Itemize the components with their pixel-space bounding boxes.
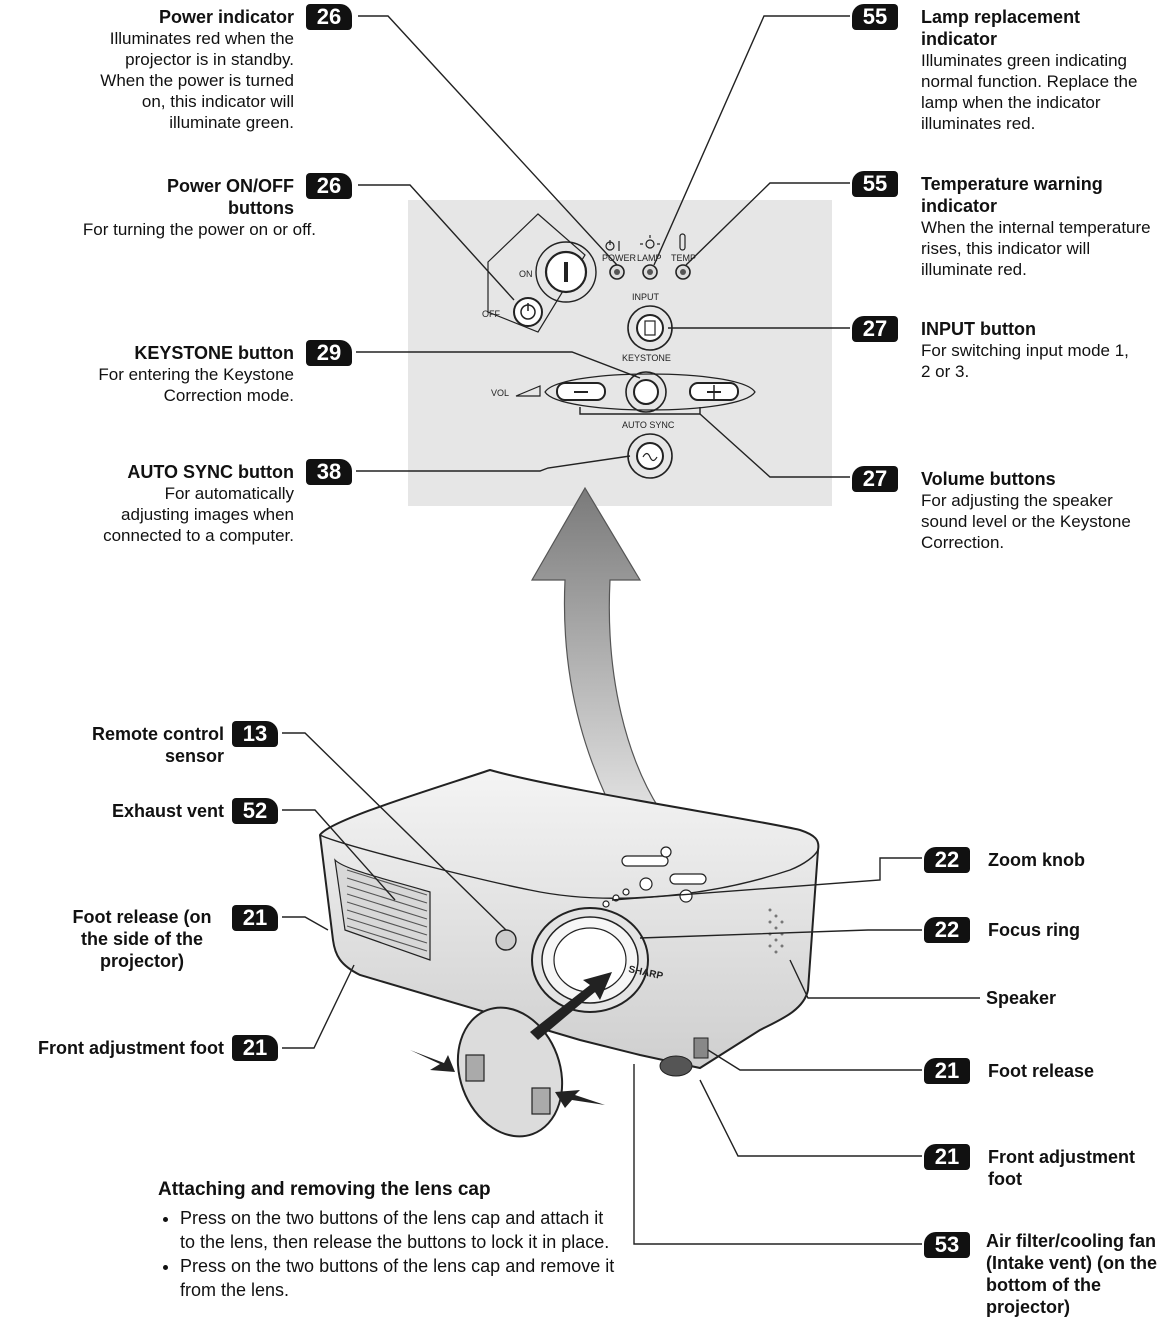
page-badge: 53 <box>924 1232 970 1258</box>
page-badge: 21 <box>232 1035 278 1061</box>
callout-title: Foot release <box>988 1061 1095 1081</box>
leader-lines <box>282 15 980 1245</box>
page-badge: 52 <box>232 798 278 824</box>
page-badge: 55 <box>852 4 898 30</box>
page-badge: 29 <box>306 340 352 366</box>
panel-label-temp: TEMP <box>671 253 696 263</box>
zoom-arrow <box>530 486 661 836</box>
callout-title: Foot release (on the side of the project… <box>72 907 212 971</box>
top-control-cluster <box>602 846 707 908</box>
callout-title: Temperature warning indicator <box>921 174 1103 216</box>
callout-volume: Volume buttons For adjusting the speaker… <box>921 468 1161 553</box>
callout-title: Power ON/OFF buttons <box>166 176 294 218</box>
callout-temp: Temperature warning indicator When the i… <box>921 173 1165 280</box>
page-badge: 27 <box>852 316 898 342</box>
callout-lamp: Lamp replacement indicator Illuminates g… <box>921 6 1165 134</box>
callout-front-foot-right: Front adjustment foot <box>988 1146 1164 1190</box>
lens-cap-instructions: Attaching and removing the lens cap Pres… <box>158 1178 618 1302</box>
page-badge: 55 <box>852 171 898 197</box>
callout-keystone: KEYSTONE button For entering the Keyston… <box>34 342 294 406</box>
page-badge: 13 <box>232 721 278 747</box>
callout-title: Front adjustment foot <box>988 1147 1135 1189</box>
callout-desc: For turning the power on or off. <box>82 220 316 239</box>
callout-desc: When the internal temperature rises, thi… <box>921 218 1151 279</box>
callout-desc: Illuminates green indicating normal func… <box>921 51 1138 133</box>
page-badge: 38 <box>306 459 352 485</box>
callout-title: Volume buttons <box>921 469 1056 489</box>
panel-label-vol: VOL <box>491 388 509 398</box>
callout-title: INPUT button <box>921 319 1036 339</box>
page-badge: 22 <box>924 847 970 873</box>
callout-focus: Focus ring <box>988 919 1158 941</box>
foot-release-button <box>693 1037 709 1059</box>
lens-assembly <box>531 907 649 1013</box>
callout-air-filter: Air filter/cooling fan (Intake vent) (on… <box>986 1230 1162 1318</box>
callout-desc: Illuminates red when the projector is in… <box>100 29 294 132</box>
page-badge: 21 <box>232 905 278 931</box>
callout-title: Speaker <box>986 988 1057 1008</box>
callout-title: Lamp replacement indicator <box>921 7 1081 49</box>
callout-power-indicator: Power indicator Illuminates red when the… <box>0 6 294 133</box>
control-panel-labels: POWER LAMP TEMP ON OFF INPUT KEYSTONE VO… <box>482 253 696 430</box>
temp-icon <box>679 233 686 251</box>
panel-label-power: POWER <box>602 253 637 263</box>
callout-desc: For switching input mode 1, 2 or 3. <box>921 341 1129 381</box>
page-badge: 26 <box>306 173 352 199</box>
callout-desc: For adjusting the speaker sound level or… <box>921 491 1131 552</box>
page-badge: 21 <box>924 1058 970 1084</box>
panel-label-keystone: KEYSTONE <box>622 353 671 363</box>
callout-speaker: Speaker <box>986 987 1126 1009</box>
callout-title: Air filter/cooling fan (Intake vent) (on… <box>986 1231 1158 1317</box>
callout-title: AUTO SYNC button <box>127 462 294 482</box>
control-panel-panel <box>408 200 832 506</box>
panel-label-lamp: LAMP <box>637 253 662 263</box>
lamp-icon <box>640 235 660 249</box>
callout-title: KEYSTONE button <box>134 343 294 363</box>
callout-foot-release-side: Foot release (on the side of the project… <box>60 906 224 972</box>
callout-input: INPUT button For switching input mode 1,… <box>921 318 1161 382</box>
callout-desc: For automatically adjusting images when … <box>103 484 294 545</box>
callout-title: Front adjustment foot <box>38 1038 224 1058</box>
callout-title: Focus ring <box>988 920 1081 940</box>
exhaust-vent-grille <box>346 869 428 952</box>
callout-desc: For entering the Keystone Correction mod… <box>98 365 294 405</box>
speaker-grille <box>768 908 784 954</box>
front-foot <box>659 1055 693 1077</box>
lens-cap-steps: Press on the two buttons of the lens cap… <box>158 1206 618 1302</box>
callout-foot-release: Foot release <box>988 1060 1158 1082</box>
callout-title: Exhaust vent <box>111 801 224 821</box>
lens-cap-arrows <box>410 972 612 1108</box>
page-badge: 22 <box>924 917 970 943</box>
callout-exhaust: Exhaust vent <box>24 800 224 822</box>
remote-sensor <box>495 929 517 951</box>
panel-label-auto-sync: AUTO SYNC <box>622 420 675 430</box>
callout-remote-sensor: Remote control sensor <box>24 723 224 767</box>
callout-title: Power indicator <box>158 7 294 27</box>
lens-cap-step: Press on the two buttons of the lens cap… <box>180 1254 618 1302</box>
callout-front-foot-left: Front adjustment foot <box>0 1037 224 1059</box>
panel-label-off: OFF <box>482 309 500 319</box>
callout-power-buttons: Power ON/OFF buttons For turning the pow… <box>4 175 316 240</box>
lens-cap-heading: Attaching and removing the lens cap <box>158 1179 491 1200</box>
callout-auto-sync: AUTO SYNC button For automatically adjus… <box>34 461 294 546</box>
callout-title: Remote control sensor <box>91 724 224 766</box>
lens-cap-step: Press on the two buttons of the lens cap… <box>180 1206 618 1254</box>
page-badge: 21 <box>924 1144 970 1170</box>
panel-label-input: INPUT <box>632 292 660 302</box>
power-icon <box>605 240 620 251</box>
callout-zoom: Zoom knob <box>988 849 1158 871</box>
page-badge: 26 <box>306 4 352 30</box>
panel-label-on: ON <box>519 269 533 279</box>
lens-cap <box>456 1006 564 1138</box>
callout-title: Zoom knob <box>988 850 1085 870</box>
page-badge: 27 <box>852 466 898 492</box>
control-panel-buttons <box>487 213 756 479</box>
